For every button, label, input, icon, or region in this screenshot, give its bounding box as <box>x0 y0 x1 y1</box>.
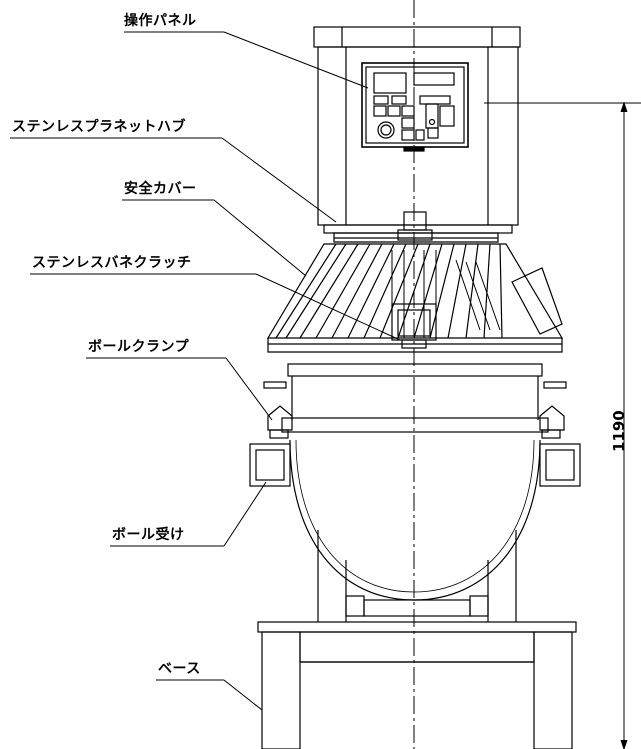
bowl-clamp-left <box>267 405 293 439</box>
planet-hub-part <box>333 211 499 243</box>
label-bowl-clamp: ボールクランプ <box>88 339 190 355</box>
leader-lines <box>10 31 401 711</box>
height-dimension <box>484 101 641 749</box>
bowl-holder-right <box>539 443 581 487</box>
column-body <box>317 530 517 622</box>
safety-cover-cage <box>266 243 564 353</box>
bowl-holder-left <box>249 443 291 487</box>
label-planet-hub: ステンレスプラネットハブ <box>12 119 186 135</box>
label-control-panel: 操作パネル <box>124 13 197 29</box>
label-bowl-holder: ボール受け <box>112 527 185 543</box>
spring-clutch-part <box>391 303 437 349</box>
control-panel-box <box>361 62 469 152</box>
label-safety-cover: 安全カバー <box>124 181 197 197</box>
label-base: ベース <box>158 661 201 677</box>
dimension-height-value: 1190 <box>610 410 628 452</box>
label-spring-clutch: ステンレスバネクラッチ <box>32 255 192 271</box>
bowl-rim <box>263 363 567 433</box>
bowl-clamp-right <box>539 405 565 439</box>
base-part <box>257 621 577 749</box>
bowl-body <box>289 439 541 601</box>
